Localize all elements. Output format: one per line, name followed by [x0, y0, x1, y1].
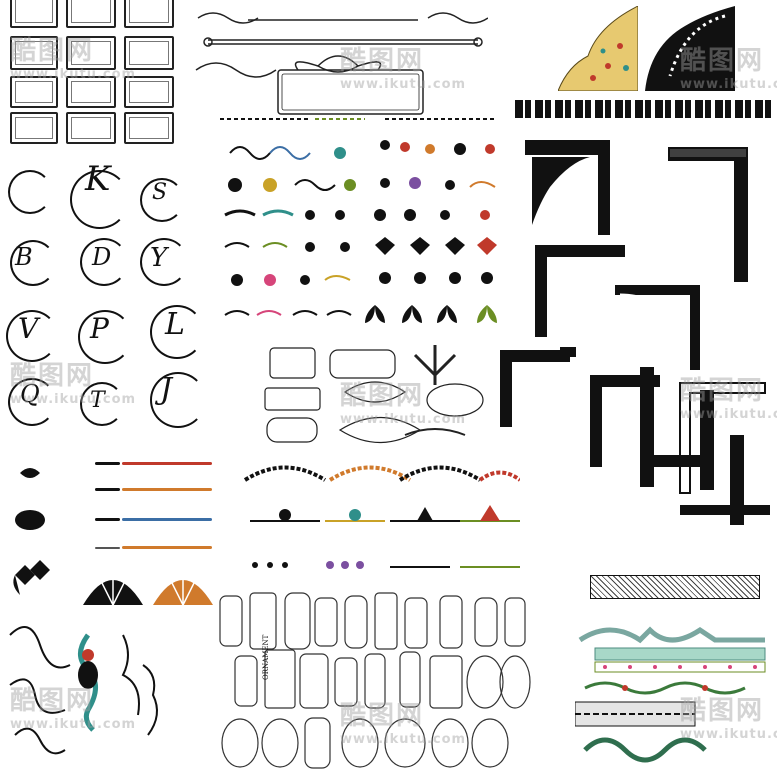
frame-label: ORNAMENT [262, 634, 270, 680]
top-divider-set [195, 12, 488, 115]
flourish-swirl [80, 238, 128, 286]
flourish-swirl [8, 170, 52, 214]
frame-grid [8, 0, 178, 144]
frame-thumbnail [10, 112, 58, 144]
left-small-ornaments [9, 468, 71, 755]
colored-divider [95, 462, 120, 465]
colored-ornament-grid [220, 118, 497, 323]
frame-thumbnail [124, 0, 174, 28]
frame-thumbnail [66, 36, 116, 70]
colored-divider [95, 547, 120, 549]
border-strip-black [515, 100, 775, 118]
frame-thumbnail [10, 0, 58, 28]
bottom-frame-grid [219, 592, 531, 769]
corner-ornament-black [645, 6, 735, 91]
flourish-swirl [140, 238, 188, 286]
fan-ornaments [83, 570, 213, 606]
flourish-swirl [6, 310, 58, 362]
bordered-strip-sketch [590, 575, 760, 599]
colored-divider [122, 462, 212, 465]
flourish-swirl [80, 382, 124, 426]
figure-ornaments [78, 633, 158, 736]
flourish-swirl [78, 310, 132, 364]
flourish-swirl [10, 240, 56, 286]
frame-thumbnail [66, 112, 116, 144]
flourish-swirl [150, 305, 204, 359]
frame-thumbnail [124, 112, 174, 144]
frame-thumbnail [66, 76, 116, 108]
frame-thumbnail [10, 76, 58, 108]
frame-thumbnail [66, 0, 116, 28]
frame-thumbnail [10, 36, 58, 70]
flourish-swirl [150, 372, 206, 428]
corner-ornament-gold [558, 6, 638, 91]
colored-divider [95, 488, 120, 491]
label-frames [264, 345, 484, 444]
flourish-swirl [8, 378, 56, 426]
black-corner-set [500, 140, 770, 525]
green-border-strips [575, 626, 766, 763]
flourish-swirl [70, 170, 129, 229]
colored-divider [122, 488, 212, 491]
frame-thumbnail [124, 36, 174, 70]
frame-thumbnail [124, 76, 174, 108]
monogram-panel: K S B D Y V P L Q T J [0, 150, 215, 450]
arch-dividers [243, 465, 520, 569]
colored-divider [95, 518, 120, 521]
flourish-swirl [140, 178, 184, 222]
colored-divider [122, 546, 212, 549]
colored-divider [122, 518, 212, 521]
